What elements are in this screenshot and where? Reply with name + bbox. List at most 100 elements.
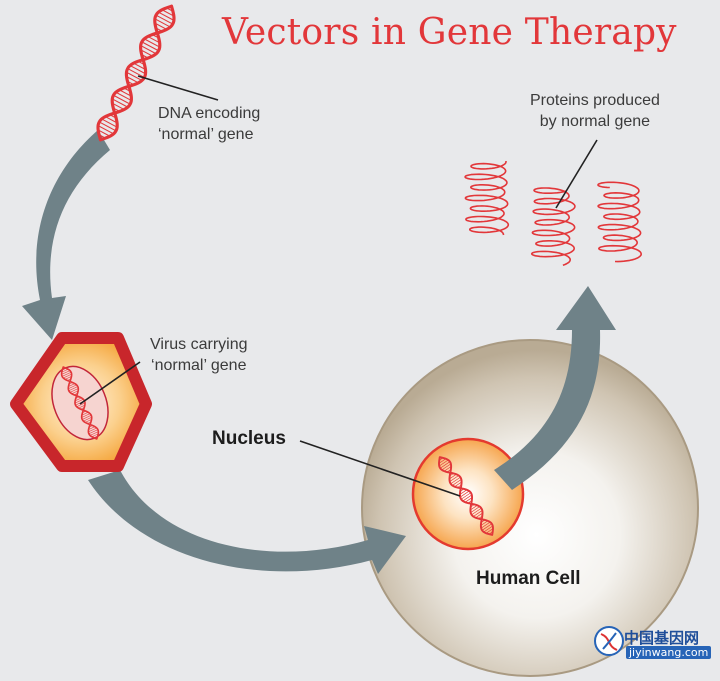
dna-rung [462,494,472,502]
watermark-logo [594,626,624,656]
dna-rung [99,121,117,132]
dna-rung [112,102,125,110]
dna-rung [480,520,488,526]
dna-rung [82,415,92,420]
dna-rung [438,458,447,464]
dna-rung [439,459,449,467]
dna-strand [438,456,494,536]
diagram-title: Vectors in Gene Therapy [222,12,677,53]
dna-rung [78,404,85,409]
dna-rung [119,89,132,97]
dna-rung [441,463,452,471]
protein-coil-path [530,187,576,266]
dna-rung [475,512,483,518]
arrow-dna-to-virus [22,130,110,340]
dna-rung [127,68,145,78]
dna-rung [88,429,98,435]
dna-rung [449,474,457,480]
dna-rung [63,373,72,379]
dna-rung [85,419,92,423]
proteins-label-line-1: Proteins produced [530,92,660,109]
dna-label: DNA encoding ‘normal’ gene [158,103,260,145]
dna-rung [481,523,492,531]
dna-label-line-2: ‘normal’ gene [158,126,254,143]
dna-rung [97,129,111,137]
dna-strand [96,4,174,142]
dna-rung [161,9,175,17]
dna-rung [68,386,78,391]
dna-strand [60,366,98,440]
dna-rung [64,376,72,380]
virus-label-line-2: ‘normal’ gene [151,357,247,374]
human-cell-label: Human Cell [476,568,581,589]
pointer-dna [137,75,219,101]
nucleus-label: Nucleus [212,428,286,449]
dna-rung [129,65,146,75]
nucleus [411,437,525,551]
arrow-nucleus-to-proteins [494,286,616,490]
dna-rung [97,125,114,135]
dna-rung [133,62,146,70]
dna-rung [115,91,132,101]
dna-rung [454,481,462,487]
dna-rung [449,475,459,482]
dna-rung [61,370,71,375]
dna-rung [74,399,84,404]
dna-rung [71,390,79,394]
pointer-proteins [555,139,598,209]
protein-coil-1 [464,161,510,236]
dna-rung [68,383,75,387]
protein-cluster [464,161,642,266]
dna-rung [460,492,472,500]
dna-rung [61,368,69,373]
protein-coil-3 [597,181,642,263]
dna-rung [440,461,451,469]
protein-coil-2 [530,187,576,266]
dna-rung [144,38,160,48]
virus-label-line-1: Virus carrying [150,336,248,353]
proteins-label-line-2: by normal gene [539,113,651,130]
dna-rung [88,426,96,430]
dna-rung [460,490,470,498]
dna-rung [480,521,491,529]
virus-label: Virus carrying ‘normal’ gene [150,334,248,376]
dna-rung [154,18,171,28]
dna-rung [76,402,86,407]
dna-rung [83,416,92,422]
dna-rung [485,528,494,534]
dna-rung [81,412,89,416]
arrow-virus-to-nucleus [88,470,406,574]
protein-coil-path [464,161,510,236]
dna-rung [444,466,452,472]
dna-rung [101,118,118,128]
dna-rung [81,413,91,418]
dna-label-line-1: DNA encoding [158,105,261,122]
dna-rung [68,384,77,390]
watermark-url: jiyinwang.com [626,646,712,659]
proteins-label: Proteins produced by normal gene [530,90,660,132]
dna-strand [438,456,494,536]
dna-rung [104,116,118,124]
dna-rung [450,476,461,485]
dna-rung [112,98,128,108]
dna-rung [113,94,131,105]
dna-rung [126,76,139,84]
watermark-name: 中国基因网 [624,629,700,647]
protein-coil-path [597,181,642,263]
dna-rung [91,433,99,438]
dna-rung [140,45,157,55]
dna-rung [126,71,143,81]
dna-helix-nucleus [438,456,494,536]
dna-rung [473,510,483,517]
dna-rung [75,397,82,402]
dna-rung [464,497,473,503]
dna-rung [452,479,462,486]
dna-rung [158,11,175,21]
dna-rung [155,14,173,25]
dna-rung [483,525,493,533]
dna-rung [154,22,168,30]
dna-rung [147,36,160,44]
dna-rung [141,41,159,52]
human-cell [361,339,699,677]
